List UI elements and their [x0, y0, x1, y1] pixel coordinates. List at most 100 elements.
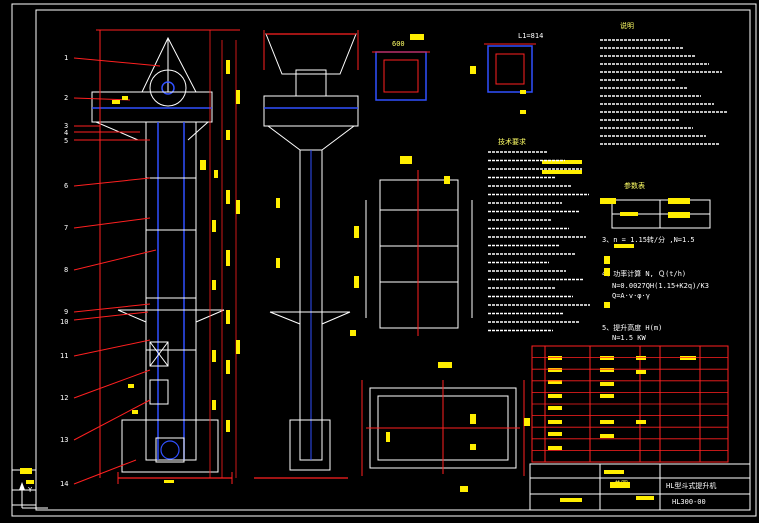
- callout-5: 5: [64, 137, 68, 145]
- callout-11: 11: [60, 352, 68, 360]
- callout-7: 7: [64, 224, 68, 232]
- yellow-mark: [636, 420, 646, 424]
- yellow-mark: [212, 220, 216, 232]
- callout-2: 2: [64, 94, 68, 102]
- formula-line-3: N=1.5 KW: [612, 334, 647, 342]
- callout-14: 14: [60, 480, 68, 488]
- ucs-y-label: Y: [28, 486, 33, 494]
- yellow-mark: [236, 340, 240, 354]
- yellow-mark: [470, 66, 476, 74]
- yellow-mark: [112, 100, 120, 104]
- callout-10: 10: [60, 318, 68, 326]
- yellow-mark: [212, 400, 216, 410]
- yellow-mark: [560, 498, 582, 502]
- yellow-mark: [122, 96, 128, 100]
- callout-8: 8: [64, 266, 68, 274]
- yellow-mark: [542, 160, 582, 164]
- yellow-mark: [26, 480, 34, 484]
- yellow-mark: [386, 432, 390, 442]
- yellow-mark: [604, 302, 610, 308]
- yellow-mark: [354, 276, 359, 288]
- yellow-mark: [520, 110, 526, 114]
- yellow-mark: [226, 60, 230, 74]
- yellow-mark: [524, 418, 530, 426]
- formula-line-1: N=0.0027QH(1.15+K2q)/K3: [612, 282, 709, 290]
- technical-notes: 说明 技术要求 参数表 3、n = 1.15转/分 ,N=1.5 4、功率计算 …: [498, 21, 711, 342]
- callout-12: 12: [60, 394, 68, 402]
- yellow-mark: [212, 350, 216, 362]
- yellow-mark: [410, 34, 424, 40]
- yellow-mark: [610, 482, 630, 488]
- callout-1: 1: [64, 54, 68, 62]
- yellow-mark: [164, 480, 174, 483]
- yellow-mark: [276, 198, 280, 208]
- yellow-mark: [548, 406, 562, 410]
- yellow-mark: [226, 190, 230, 204]
- yellow-mark: [128, 384, 134, 388]
- yellow-mark: [520, 90, 526, 94]
- yellow-mark: [542, 170, 582, 174]
- ucs-axis-icon: Y: [19, 482, 48, 509]
- yellow-mark: [668, 198, 690, 204]
- yellow-mark: [226, 250, 230, 266]
- bucket-section-view: [365, 170, 473, 336]
- model-label: HL型斗式提升机: [666, 481, 716, 490]
- callout-6: 6: [64, 182, 68, 190]
- drawing-frame: [11, 3, 757, 517]
- callout-3: 3: [64, 122, 68, 130]
- yellow-mark: [236, 90, 240, 104]
- yellow-mark: [470, 444, 476, 450]
- top-view-dim-l1: L1=814: [518, 32, 543, 40]
- yellow-mark: [354, 226, 359, 238]
- notes-heading: 说明: [620, 21, 634, 30]
- side-elevation-view: [254, 30, 359, 479]
- yellow-mark: [600, 434, 614, 438]
- yellow-mark: [600, 382, 614, 386]
- front-elevation-view: [91, 29, 240, 484]
- front-view-callouts: 1 2 3 4 5 6 7 8 9 10 11 12 13 14: [60, 54, 161, 488]
- yellow-mark: [212, 280, 216, 290]
- tech-requirements-heading: 技术要求: [498, 137, 526, 146]
- param-heading: 参数表: [624, 181, 645, 190]
- yellow-mark: [548, 420, 562, 424]
- yellow-mark: [438, 362, 452, 368]
- drawing-number: HL300-00: [672, 498, 706, 506]
- yellow-mark: [604, 268, 610, 276]
- callout-13: 13: [60, 436, 68, 444]
- yellow-mark: [276, 258, 280, 268]
- yellow-mark: [604, 470, 624, 474]
- notes-text-lines: [488, 39, 728, 463]
- yellow-mark: [604, 256, 610, 264]
- param-line-1: 3、n = 1.15转/分 ,N=1.5: [602, 235, 695, 244]
- yellow-mark: [226, 130, 230, 140]
- yellow-mark: [444, 176, 450, 184]
- yellow-mark: [226, 360, 230, 374]
- yellow-mark: [600, 198, 616, 204]
- formula-line-2: Q=A·v·φ·γ: [612, 292, 650, 300]
- yellow-mark: [600, 394, 614, 398]
- yellow-mark: [226, 310, 230, 324]
- yellow-mark: [548, 432, 562, 436]
- yellow-mark: [400, 156, 412, 164]
- yellow-mark: [200, 160, 206, 170]
- yellow-mark: [636, 370, 646, 374]
- yellow-mark: [548, 446, 562, 450]
- yellow-mark: [614, 244, 634, 248]
- yellow-mark: [20, 468, 32, 474]
- top-view-dim-600: 600: [392, 40, 405, 48]
- yellow-mark: [620, 212, 638, 216]
- yellow-mark: [460, 486, 468, 492]
- param-line-2: 4、功率计算 N, Ｑ(t/h): [602, 269, 686, 278]
- yellow-mark: [132, 410, 138, 414]
- yellow-mark: [548, 380, 562, 384]
- yellow-mark: [214, 170, 218, 178]
- yellow-mark: [636, 496, 654, 500]
- yellow-mark: [236, 200, 240, 214]
- yellow-mark: [470, 414, 476, 424]
- yellow-mark: [350, 330, 356, 336]
- yellow-mark: [668, 212, 690, 218]
- top-detail-views: 600 L1=814: [372, 32, 543, 101]
- callout-9: 9: [64, 308, 68, 316]
- yellow-mark: [548, 368, 562, 372]
